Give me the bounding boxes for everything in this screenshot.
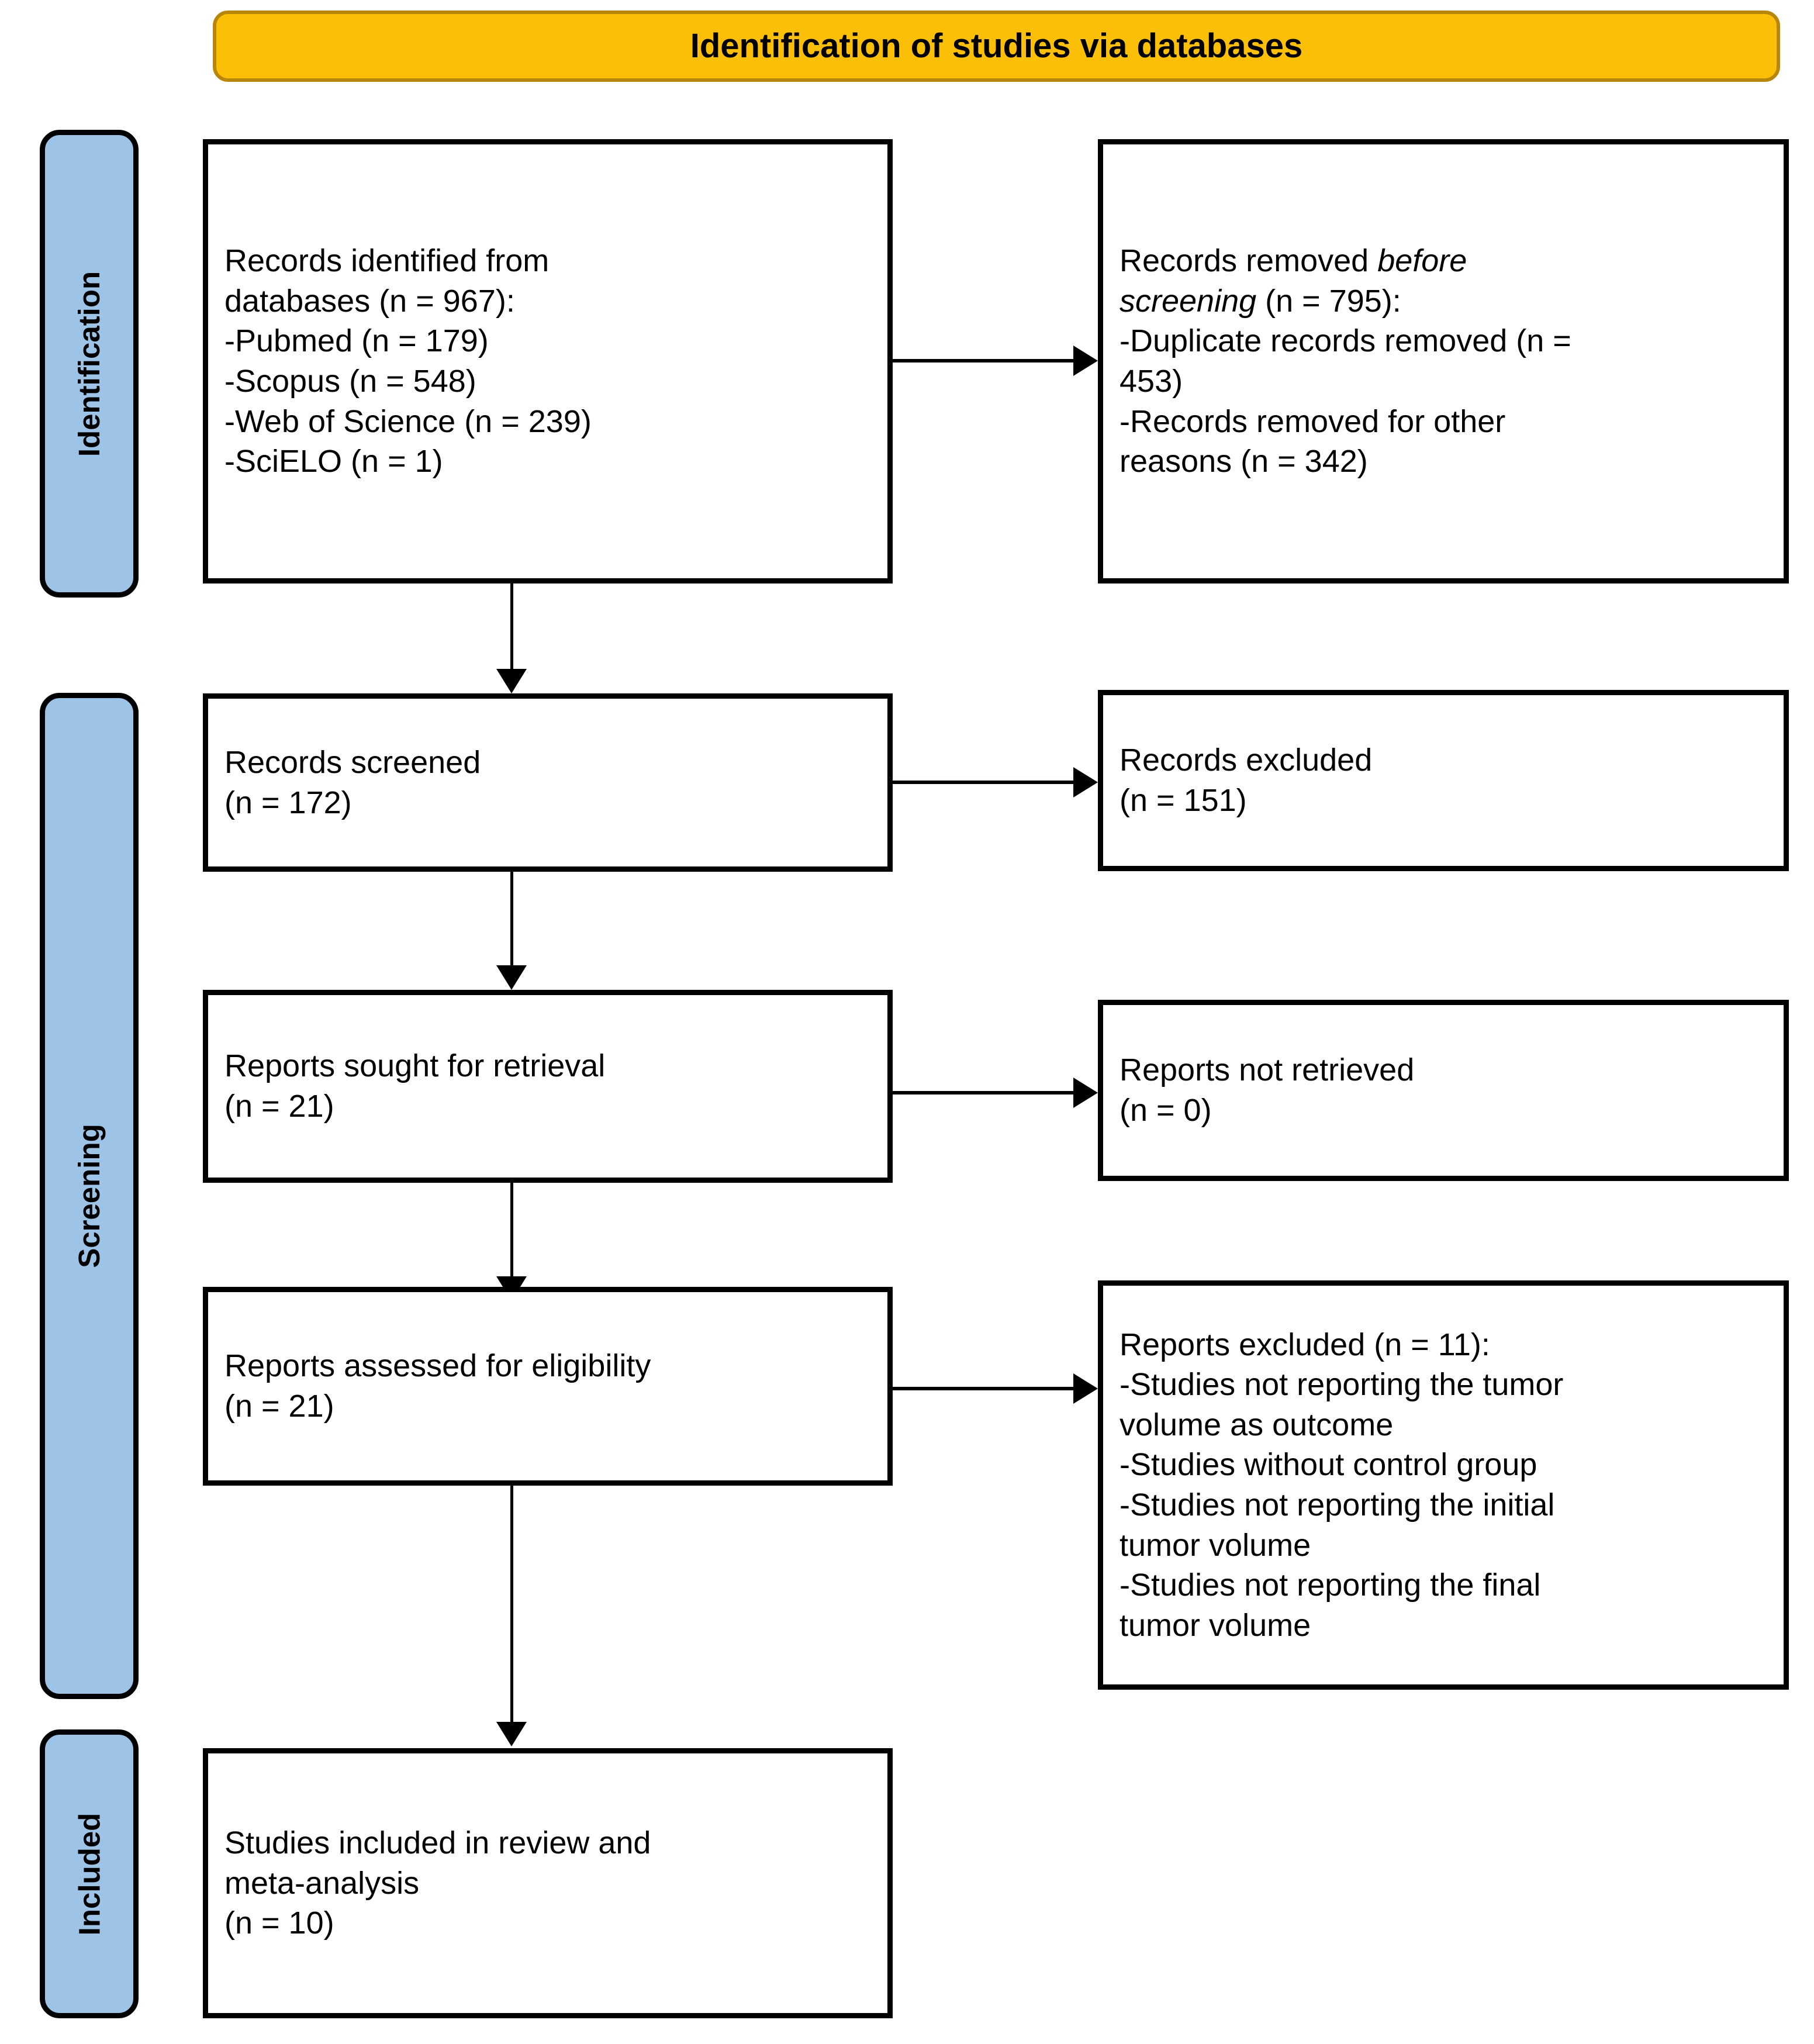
box-records-excluded: Records excluded (n = 151) bbox=[1098, 690, 1789, 871]
box-reports-sought-text: Reports sought for retrieval (n = 21) bbox=[224, 1048, 606, 1124]
connector-sought-to-assessed bbox=[510, 1183, 513, 1276]
connector-assessed-to-excluded bbox=[893, 1387, 1073, 1390]
stage-pill-included: Included bbox=[40, 1729, 139, 2018]
box-records-removed-before-screening: Records removed before screening (n = 79… bbox=[1098, 139, 1789, 583]
arrowhead-assessed-to-included bbox=[496, 1722, 527, 1746]
connector-assessed-to-included bbox=[510, 1486, 513, 1722]
box-reports-sought: Reports sought for retrieval (n = 21) bbox=[203, 990, 893, 1183]
connector-screened-to-excluded bbox=[893, 781, 1073, 784]
stage-label-identification: Identification bbox=[72, 271, 106, 457]
box-studies-included: Studies included in review and meta-anal… bbox=[203, 1748, 893, 2018]
stage-label-screening: Screening bbox=[72, 1124, 106, 1268]
connector-identified-to-screened bbox=[510, 583, 513, 669]
box-reports-assessed: Reports assessed for eligibility (n = 21… bbox=[203, 1287, 893, 1486]
connector-identified-to-removed bbox=[893, 359, 1073, 362]
page-title: Identification of studies via databases bbox=[690, 27, 1303, 65]
box-records-removed-before-screening-text: Records removed before screening (n = 79… bbox=[1120, 243, 1571, 479]
box-reports-not-retrieved: Reports not retrieved (n = 0) bbox=[1098, 1000, 1789, 1181]
box-records-identified-text: Records identified from databases (n = 9… bbox=[224, 243, 592, 479]
connector-sought-to-not-retrieved bbox=[893, 1091, 1073, 1094]
stage-pill-screening: Screening bbox=[40, 693, 139, 1699]
arrowhead-screened-to-sought bbox=[496, 965, 527, 990]
arrowhead-identified-to-removed bbox=[1073, 346, 1098, 376]
arrowhead-identified-to-screened bbox=[496, 669, 527, 693]
stage-pill-identification: Identification bbox=[40, 130, 139, 598]
diagram-header-banner: Identification of studies via databases bbox=[213, 11, 1780, 82]
box-reports-excluded-text: Reports excluded (n = 11): -Studies not … bbox=[1120, 1327, 1564, 1643]
arrowhead-screened-to-excluded bbox=[1073, 767, 1098, 797]
box-studies-included-text: Studies included in review and meta-anal… bbox=[224, 1825, 651, 1941]
arrowhead-assessed-to-excluded bbox=[1073, 1373, 1098, 1404]
box-reports-assessed-text: Reports assessed for eligibility (n = 21… bbox=[224, 1348, 651, 1424]
box-records-identified: Records identified from databases (n = 9… bbox=[203, 139, 893, 583]
arrowhead-sought-to-not-retrieved bbox=[1073, 1078, 1098, 1108]
box-records-screened: Records screened (n = 172) bbox=[203, 693, 893, 872]
box-reports-excluded: Reports excluded (n = 11): -Studies not … bbox=[1098, 1280, 1789, 1690]
box-records-excluded-text: Records excluded (n = 151) bbox=[1120, 743, 1373, 818]
box-reports-not-retrieved-text: Reports not retrieved (n = 0) bbox=[1120, 1052, 1415, 1128]
connector-screened-to-sought bbox=[510, 872, 513, 965]
stage-label-included: Included bbox=[72, 1812, 106, 1935]
box-records-screened-text: Records screened (n = 172) bbox=[224, 744, 481, 820]
